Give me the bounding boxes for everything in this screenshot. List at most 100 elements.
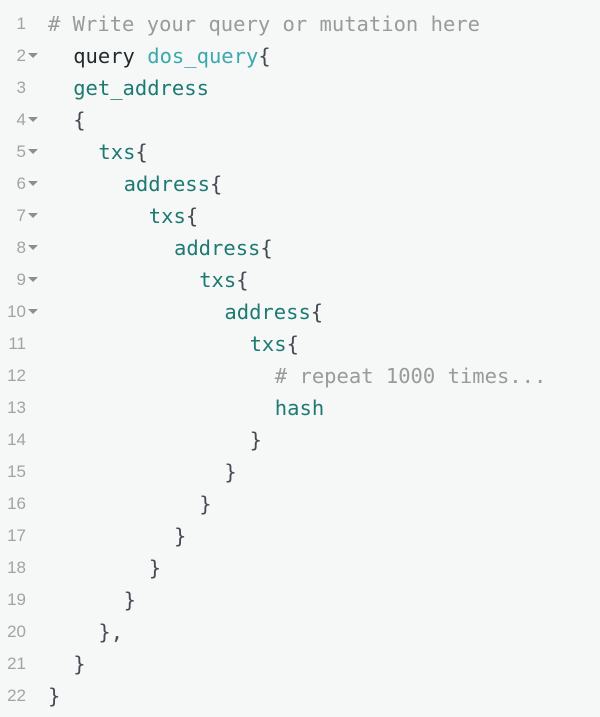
code-line[interactable]: 6 address{ bbox=[0, 168, 600, 200]
token-keyword: query bbox=[73, 44, 148, 68]
token-field: get_address bbox=[73, 76, 209, 100]
line-number: 20 bbox=[7, 622, 26, 641]
code-text: } bbox=[250, 424, 262, 456]
token-punct: { bbox=[210, 172, 223, 196]
code-text: # repeat 1000 times... bbox=[275, 360, 547, 392]
code-line[interactable]: 18} bbox=[0, 552, 600, 584]
fold-arrow-icon[interactable] bbox=[28, 53, 38, 58]
line-number: 2 bbox=[16, 46, 26, 65]
line-number: 6 bbox=[16, 174, 26, 193]
code-text: } bbox=[73, 648, 85, 680]
code-text: } bbox=[149, 552, 161, 584]
token-punct: { bbox=[260, 236, 273, 260]
line-number: 8 bbox=[16, 238, 26, 257]
code-line[interactable]: 13 hash bbox=[0, 392, 600, 424]
token-punct: { bbox=[286, 332, 299, 356]
code-line[interactable]: 3 get_address bbox=[0, 72, 600, 104]
code-text: } bbox=[174, 520, 186, 552]
token-punct: { bbox=[236, 268, 249, 292]
line-number: 7 bbox=[16, 206, 26, 225]
code-text: } bbox=[124, 584, 136, 616]
token-punct: } bbox=[73, 652, 86, 676]
token-field: txs bbox=[98, 140, 136, 164]
code-text: address{ bbox=[124, 168, 223, 200]
fold-arrow-icon[interactable] bbox=[28, 117, 38, 122]
code-line[interactable]: 12 # repeat 1000 times... bbox=[0, 360, 600, 392]
line-number: 15 bbox=[7, 462, 26, 481]
line-number: 21 bbox=[7, 654, 26, 673]
token-punct: { bbox=[310, 300, 324, 324]
fold-arrow-icon[interactable] bbox=[28, 181, 38, 186]
token-punct: { bbox=[135, 140, 148, 164]
code-line[interactable]: 5 txs{ bbox=[0, 136, 600, 168]
code-text: }, bbox=[98, 616, 123, 648]
token-punct: } bbox=[174, 524, 187, 548]
token-punct: } bbox=[48, 684, 61, 708]
code-text: } bbox=[224, 456, 236, 488]
code-line[interactable]: 1 # Write your query or mutation here bbox=[0, 8, 600, 40]
token-field: txs bbox=[249, 332, 287, 356]
code-line[interactable]: 8 address{ bbox=[0, 232, 600, 264]
fold-arrow-icon[interactable] bbox=[28, 213, 38, 218]
code-text: txs{ bbox=[149, 200, 198, 232]
fold-arrow-icon[interactable] bbox=[28, 309, 38, 314]
code-line[interactable]: 19} bbox=[0, 584, 600, 616]
token-field: txs bbox=[199, 268, 237, 292]
code-line[interactable]: 15} bbox=[0, 456, 600, 488]
line-number: 16 bbox=[7, 494, 26, 513]
code-text: } bbox=[199, 488, 211, 520]
code-text: query dos_query{ bbox=[73, 40, 271, 72]
token-punct: { bbox=[258, 44, 271, 68]
line-number: 13 bbox=[7, 398, 26, 417]
token-punct: } bbox=[249, 428, 262, 452]
token-comment: # Write your query or mutation here bbox=[48, 12, 480, 36]
code-line[interactable]: 17} bbox=[0, 520, 600, 552]
line-number: 5 bbox=[16, 142, 26, 161]
line-number: 17 bbox=[7, 526, 26, 545]
token-punct: } bbox=[199, 492, 212, 516]
code-text: txs{ bbox=[199, 264, 248, 296]
code-line[interactable]: 2 query dos_query{ bbox=[0, 40, 600, 72]
code-line[interactable]: 4{ bbox=[0, 104, 600, 136]
code-text: txs{ bbox=[98, 136, 147, 168]
line-number: 9 bbox=[16, 270, 26, 289]
fold-arrow-icon[interactable] bbox=[28, 277, 38, 282]
line-number: 11 bbox=[8, 334, 26, 353]
token-punct: { bbox=[185, 204, 199, 228]
line-number: 1 bbox=[16, 14, 26, 33]
code-text: get_address bbox=[73, 72, 209, 104]
line-number: 22 bbox=[7, 686, 26, 705]
line-number: 18 bbox=[7, 558, 26, 577]
line-number: 4 bbox=[16, 110, 26, 129]
code-line[interactable]: 9 txs{ bbox=[0, 264, 600, 296]
token-field: address bbox=[224, 300, 311, 324]
code-line[interactable]: 10 address{ bbox=[0, 296, 600, 328]
line-number: 12 bbox=[7, 366, 26, 385]
token-punct: { bbox=[73, 108, 86, 132]
token-def: dos_query bbox=[147, 44, 259, 68]
code-line[interactable]: 22} bbox=[0, 680, 600, 712]
line-number: 19 bbox=[7, 590, 26, 609]
code-text: # Write your query or mutation here bbox=[48, 8, 480, 40]
code-line[interactable]: 11 txs{ bbox=[0, 328, 600, 360]
fold-arrow-icon[interactable] bbox=[28, 149, 38, 154]
code-text: address{ bbox=[174, 232, 273, 264]
line-number: 14 bbox=[7, 430, 26, 449]
token-field: address bbox=[123, 172, 210, 196]
line-number: 3 bbox=[16, 78, 26, 97]
code-line[interactable]: 14} bbox=[0, 424, 600, 456]
code-text: txs{ bbox=[250, 328, 299, 360]
code-line[interactable]: 16} bbox=[0, 488, 600, 520]
token-punct: }, bbox=[98, 620, 124, 644]
token-comment: # repeat 1000 times... bbox=[274, 364, 547, 388]
code-line[interactable]: 7 txs{ bbox=[0, 200, 600, 232]
code-line[interactable]: 20}, bbox=[0, 616, 600, 648]
code-text: hash bbox=[275, 392, 324, 424]
fold-arrow-icon[interactable] bbox=[28, 245, 38, 250]
code-text: address{ bbox=[224, 296, 323, 328]
line-number: 10 bbox=[7, 302, 26, 321]
code-line[interactable]: 21} bbox=[0, 648, 600, 680]
token-field: hash bbox=[274, 396, 325, 420]
token-punct: } bbox=[148, 556, 162, 580]
